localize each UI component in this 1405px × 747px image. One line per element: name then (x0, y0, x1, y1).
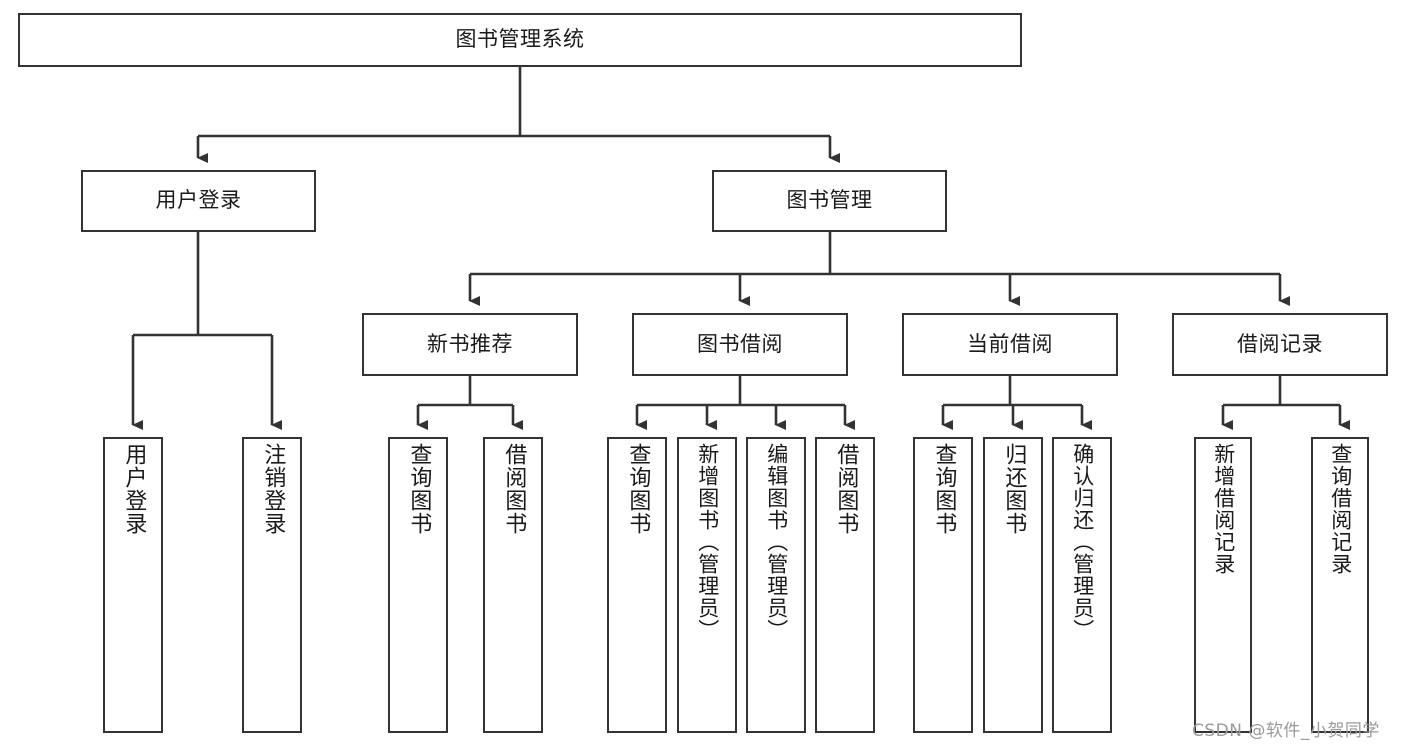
node-user-login-label: 用户登录 (155, 188, 242, 213)
node-leaf-confirm-return[interactable]: 确认归还（管理员） (1052, 437, 1112, 733)
node-user-login[interactable]: 用户登录 (81, 170, 316, 232)
node-borrow-record[interactable]: 借阅记录 (1172, 313, 1388, 376)
node-book-borrow[interactable]: 图书借阅 (632, 313, 848, 376)
node-new-book-recommend-label: 新书推荐 (427, 331, 513, 356)
node-book-management[interactable]: 图书管理 (712, 170, 947, 232)
node-leaf-add-record[interactable]: 新增借阅记录 (1194, 437, 1252, 733)
csdn-watermark: CSDN @软件_小贺同学 (1192, 721, 1380, 741)
node-leaf-query-book-3-label: 查询图书 (931, 443, 957, 535)
node-leaf-logout-login[interactable]: 注销登录 (242, 437, 302, 733)
node-book-management-label: 图书管理 (786, 188, 873, 213)
node-leaf-confirm-return-label: 确认归还（管理员） (1070, 443, 1095, 641)
node-leaf-add-book-label: 新增图书（管理员） (695, 443, 720, 641)
node-root[interactable]: 图书管理系统 (18, 13, 1022, 67)
node-leaf-add-book[interactable]: 新增图书（管理员） (677, 437, 737, 733)
node-leaf-borrow-book-2-label: 借阅图书 (833, 443, 859, 535)
node-current-borrow[interactable]: 当前借阅 (902, 313, 1118, 376)
node-leaf-query-book-1-label: 查询图书 (406, 443, 432, 535)
node-leaf-query-record-label: 查询借阅记录 (1328, 443, 1353, 575)
node-leaf-query-record[interactable]: 查询借阅记录 (1311, 437, 1369, 733)
node-leaf-query-book-2-label: 查询图书 (625, 443, 651, 535)
node-leaf-return-book[interactable]: 归还图书 (983, 437, 1043, 733)
node-leaf-edit-book[interactable]: 编辑图书（管理员） (746, 437, 806, 733)
node-leaf-return-book-label: 归还图书 (1001, 443, 1027, 535)
node-leaf-query-book-2[interactable]: 查询图书 (607, 437, 667, 733)
node-leaf-user-login[interactable]: 用户登录 (103, 437, 163, 733)
node-leaf-borrow-book-1-label: 借阅图书 (501, 443, 527, 535)
node-leaf-borrow-book-1[interactable]: 借阅图书 (483, 437, 543, 733)
node-leaf-logout-login-label: 注销登录 (260, 443, 286, 535)
node-leaf-query-book-1[interactable]: 查询图书 (388, 437, 448, 733)
node-current-borrow-label: 当前借阅 (967, 331, 1053, 356)
node-leaf-borrow-book-2[interactable]: 借阅图书 (815, 437, 875, 733)
node-book-borrow-label: 图书借阅 (697, 331, 783, 356)
node-leaf-user-login-label: 用户登录 (121, 443, 147, 535)
node-leaf-query-book-3[interactable]: 查询图书 (913, 437, 973, 733)
node-new-book-recommend[interactable]: 新书推荐 (362, 313, 578, 376)
node-leaf-edit-book-label: 编辑图书（管理员） (764, 443, 789, 641)
node-root-label: 图书管理系统 (455, 27, 585, 52)
node-leaf-add-record-label: 新增借阅记录 (1211, 443, 1236, 575)
node-borrow-record-label: 借阅记录 (1237, 331, 1323, 356)
